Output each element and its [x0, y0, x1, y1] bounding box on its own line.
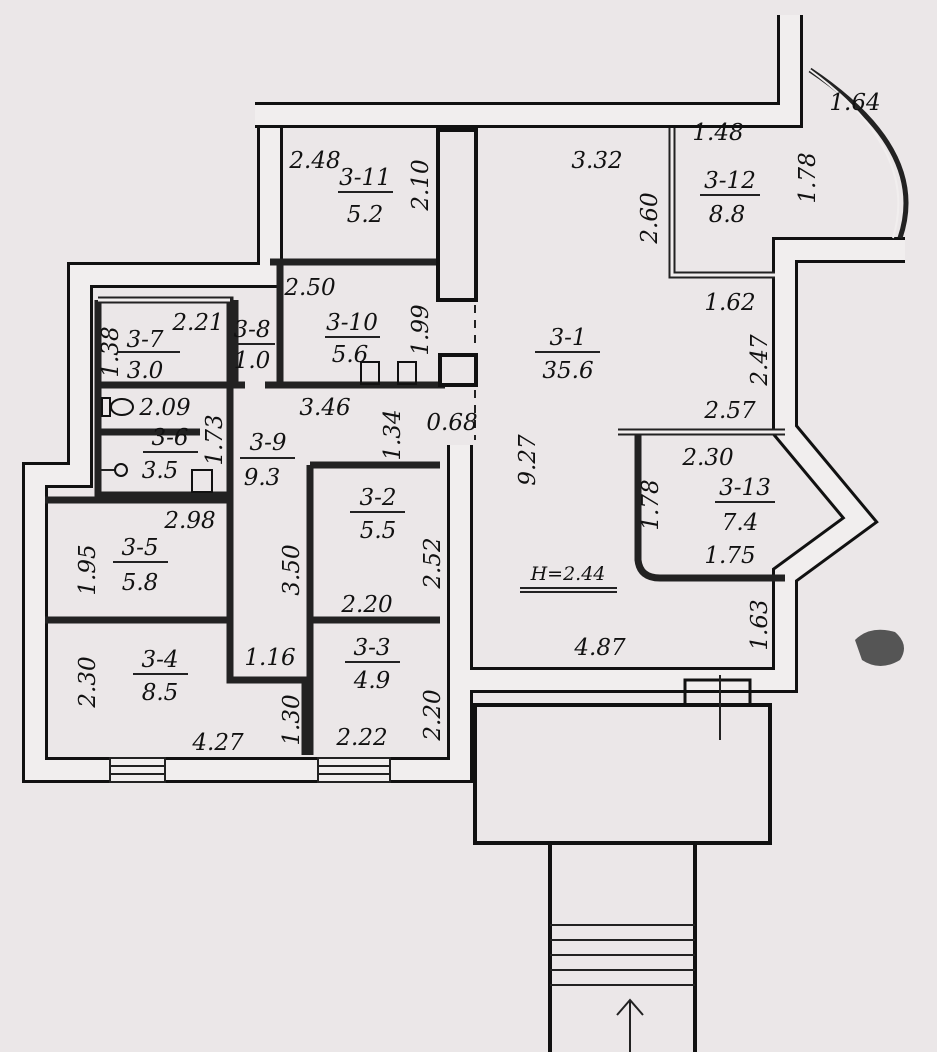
svg-text:3-11: 3-11: [339, 165, 391, 191]
room-label: 3-63.5: [142, 425, 198, 484]
svg-text:8.8: 8.8: [709, 202, 746, 228]
svg-text:2.47: 2.47: [747, 334, 773, 387]
svg-text:2.57: 2.57: [703, 398, 756, 424]
svg-text:1.48: 1.48: [692, 120, 743, 146]
svg-text:5.5: 5.5: [360, 518, 397, 544]
svg-text:4.27: 4.27: [191, 730, 244, 756]
svg-text:3.5: 3.5: [142, 458, 179, 484]
svg-text:2.50: 2.50: [283, 275, 335, 301]
svg-text:35.6: 35.6: [542, 358, 593, 384]
svg-text:2.60: 2.60: [637, 192, 663, 244]
svg-text:4.87: 4.87: [573, 635, 626, 661]
svg-text:1.38: 1.38: [98, 326, 124, 377]
svg-text:2.20: 2.20: [420, 689, 446, 741]
room-label: 3-55.8: [113, 535, 168, 596]
svg-text:2.10: 2.10: [408, 159, 434, 211]
svg-text:3-13: 3-13: [719, 475, 771, 501]
svg-text:3-1: 3-1: [549, 325, 586, 351]
svg-text:3-5: 3-5: [121, 535, 158, 561]
svg-text:3.50: 3.50: [279, 544, 305, 595]
room-label: 3-48.5: [133, 647, 188, 706]
svg-text:2.30: 2.30: [681, 445, 733, 471]
room-label: 3-73.0: [118, 327, 180, 384]
svg-text:3.32: 3.32: [571, 148, 622, 174]
vent-icon: [397, 361, 417, 385]
toilet-icon: [101, 397, 134, 417]
svg-text:1.78: 1.78: [638, 479, 664, 530]
svg-text:1.78: 1.78: [795, 152, 821, 203]
svg-text:2.48: 2.48: [288, 148, 340, 174]
svg-text:9.27: 9.27: [515, 434, 541, 486]
svg-text:2.21: 2.21: [171, 310, 223, 336]
room-label: 3-81.0: [233, 317, 275, 374]
svg-text:H=2.44: H=2.44: [530, 563, 606, 585]
svg-text:3-8: 3-8: [233, 317, 270, 343]
svg-text:3-10: 3-10: [326, 310, 378, 336]
svg-text:0.68: 0.68: [426, 410, 477, 436]
svg-text:1.75: 1.75: [704, 543, 755, 569]
vent-icon: [360, 361, 380, 385]
svg-text:2.20: 2.20: [340, 592, 392, 618]
svg-text:1.99: 1.99: [408, 304, 434, 355]
svg-text:5.2: 5.2: [347, 202, 384, 228]
svg-text:1.73: 1.73: [202, 414, 228, 465]
svg-text:3-6: 3-6: [151, 425, 188, 451]
room-label: 3-11 5.2: [338, 165, 393, 228]
svg-text:3.46: 3.46: [299, 395, 350, 421]
stain-mark: [855, 629, 904, 666]
svg-text:1.62: 1.62: [704, 290, 755, 316]
svg-text:1.16: 1.16: [244, 645, 295, 671]
svg-text:3-2: 3-2: [359, 485, 396, 511]
svg-text:5.8: 5.8: [122, 570, 159, 596]
svg-text:4.9: 4.9: [353, 668, 391, 694]
svg-text:1.95: 1.95: [75, 544, 101, 595]
svg-text:7.4: 7.4: [722, 510, 759, 536]
room-label: 3-10 5.6: [325, 310, 380, 368]
room-label: 3-34.9: [345, 635, 400, 694]
svg-text:3-12: 3-12: [704, 168, 756, 194]
room-labels: 3-135.6 3-25.5 3-34.9 3-48.5 3-55.8 3-63…: [113, 165, 775, 706]
svg-text:3-9: 3-9: [249, 430, 286, 456]
svg-text:9.3: 9.3: [244, 465, 281, 491]
svg-text:8.5: 8.5: [142, 680, 179, 706]
windows: [109, 67, 909, 783]
svg-text:2.30: 2.30: [75, 656, 101, 708]
svg-text:2.98: 2.98: [163, 508, 215, 534]
svg-text:1.63: 1.63: [747, 599, 773, 650]
svg-text:2.22: 2.22: [335, 725, 387, 751]
svg-text:3-3: 3-3: [353, 635, 390, 661]
stairs: [548, 841, 697, 1052]
room-label: 3-1 35.6: [535, 325, 600, 384]
svg-text:3.0: 3.0: [127, 358, 164, 384]
svg-text:5.6: 5.6: [332, 342, 369, 368]
room-label: 3-12 8.8: [700, 168, 760, 228]
svg-text:1.30: 1.30: [279, 694, 305, 745]
dimension-labels: 2.48 2.10 3.32 1.48 2.60 1.78 1.64 2.50 …: [75, 90, 881, 756]
svg-text:3-4: 3-4: [141, 647, 178, 673]
fixtures: [98, 361, 417, 493]
room-label: 3-25.5: [350, 485, 405, 544]
vent-icon: [191, 469, 213, 493]
svg-text:1.0: 1.0: [234, 348, 271, 374]
svg-text:1.34: 1.34: [380, 409, 406, 460]
sink-icon: [98, 463, 128, 477]
svg-text:1.64: 1.64: [829, 90, 880, 116]
room-label: 3-99.3: [240, 430, 295, 491]
svg-text:2.09: 2.09: [138, 395, 190, 421]
room-label: 3-13 7.4: [715, 475, 775, 536]
svg-text:3-7: 3-7: [126, 327, 163, 353]
svg-text:2.52: 2.52: [420, 537, 446, 589]
interior-partitions: [45, 128, 785, 755]
ceiling-height: H=2.44: [520, 563, 617, 593]
